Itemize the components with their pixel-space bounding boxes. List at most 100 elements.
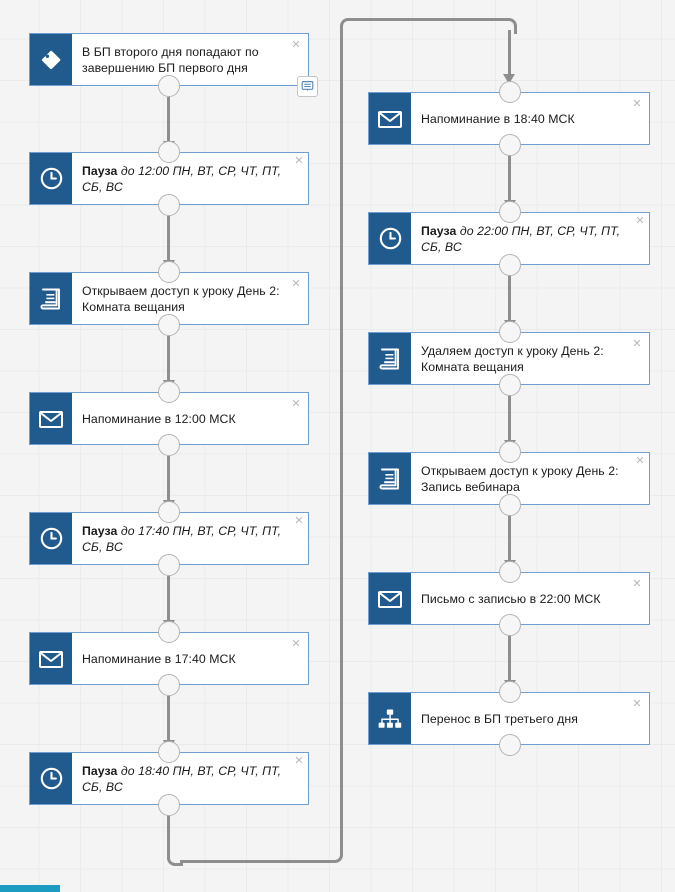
- close-icon[interactable]: ×: [635, 452, 645, 469]
- node-label: В БП второго дня попадают по завершению …: [82, 44, 286, 76]
- envelope-icon: [369, 93, 411, 144]
- loop-connector-vertical-right: [340, 28, 343, 850]
- envelope-icon: [30, 633, 72, 684]
- node-body: Пауза до 17:40 ПН, ВТ, СР, ЧТ, ПТ, СБ, В…: [72, 513, 308, 564]
- close-icon[interactable]: ×: [632, 335, 642, 352]
- node-port-in[interactable]: [158, 381, 180, 403]
- node-port-out[interactable]: [158, 554, 180, 576]
- node-label: Напоминание в 12:00 МСК: [82, 411, 236, 427]
- node-label: Открываем доступ к уроку День 2: Запись …: [421, 463, 627, 495]
- node-label-text: Удаляем доступ к уроку День 2: Комната в…: [421, 343, 604, 374]
- node-port-in[interactable]: [499, 681, 521, 703]
- node-port-out[interactable]: [158, 794, 180, 816]
- node-port-in[interactable]: [499, 321, 521, 343]
- node-body: Письмо с записью в 22:00 МСК ×: [411, 573, 649, 624]
- node-port-out[interactable]: [158, 75, 180, 97]
- tag-icon: [30, 34, 72, 85]
- workflow-node[interactable]: Пауза до 17:40 ПН, ВТ, СР, ЧТ, ПТ, СБ, В…: [29, 512, 309, 565]
- workflow-node[interactable]: Пауза до 18:40 ПН, ВТ, СР, ЧТ, ПТ, СБ, В…: [29, 752, 309, 805]
- node-label-bold: Пауза: [421, 223, 457, 238]
- node-label-text: Письмо с записью в 22:00 МСК: [421, 591, 601, 606]
- flow-arrow: [508, 396, 511, 442]
- clock-icon: [30, 153, 72, 204]
- node-label-bold: Пауза: [82, 163, 118, 178]
- book-icon: [30, 273, 72, 324]
- flow-arrow: [167, 97, 170, 143]
- node-body: Удаляем доступ к уроку День 2: Комната в…: [411, 333, 649, 384]
- close-icon[interactable]: ×: [632, 695, 642, 712]
- flow-arrow: [167, 456, 170, 502]
- node-label-bold: Пауза: [82, 523, 118, 538]
- horizontal-scrollbar-thumb[interactable]: [0, 885, 60, 892]
- node-label: Перенос в БП третьего дня: [421, 711, 578, 727]
- node-port-in[interactable]: [499, 441, 521, 463]
- node-port-in[interactable]: [158, 501, 180, 523]
- node-port-out[interactable]: [499, 734, 521, 756]
- flow-arrow: [508, 276, 511, 322]
- flow-arrow: [508, 516, 511, 562]
- flow-arrow: [167, 696, 170, 742]
- node-port-out[interactable]: [499, 614, 521, 636]
- close-icon[interactable]: ×: [635, 212, 645, 229]
- node-label-italic: до 17:40 ПН, ВТ, СР, ЧТ, ПТ, СБ, ВС: [82, 523, 282, 554]
- loop-connector-corner-bottom-right: [327, 847, 343, 863]
- loop-connector-corner-top-right: [501, 18, 517, 34]
- node-label: Напоминание в 17:40 МСК: [82, 651, 236, 667]
- node-label-text: Напоминание в 12:00 МСК: [82, 411, 236, 426]
- clock-icon: [369, 213, 411, 264]
- node-port-in[interactable]: [158, 141, 180, 163]
- node-port-out[interactable]: [499, 374, 521, 396]
- book-icon: [369, 333, 411, 384]
- close-icon[interactable]: ×: [291, 395, 301, 412]
- node-port-out[interactable]: [499, 134, 521, 156]
- node-label-text: Открываем доступ к уроку День 2: Запись …: [421, 463, 619, 494]
- node-port-in[interactable]: [499, 201, 521, 223]
- node-label: Письмо с записью в 22:00 МСК: [421, 591, 601, 607]
- node-port-in[interactable]: [158, 261, 180, 283]
- close-icon[interactable]: ×: [291, 635, 301, 652]
- close-icon[interactable]: ×: [632, 575, 642, 592]
- node-port-out[interactable]: [499, 494, 521, 516]
- node-port-out[interactable]: [499, 254, 521, 276]
- node-label: Пауза до 17:40 ПН, ВТ, СР, ЧТ, ПТ, СБ, В…: [82, 523, 286, 555]
- node-port-out[interactable]: [158, 434, 180, 456]
- node-label-italic: до 18:40 ПН, ВТ, СР, ЧТ, ПТ, СБ, ВС: [82, 763, 282, 794]
- envelope-icon: [369, 573, 411, 624]
- comment-badge[interactable]: [297, 76, 318, 97]
- flow-arrow: [508, 156, 511, 202]
- node-body: Напоминание в 18:40 МСК ×: [411, 93, 649, 144]
- node-port-in[interactable]: [499, 561, 521, 583]
- node-label: Пауза до 22:00 ПН, ВТ, СР, ЧТ, ПТ, СБ, В…: [421, 223, 627, 255]
- loop-connector-corner-top-left: [340, 18, 356, 34]
- loop-connector-vertical-into-right-column: [508, 30, 511, 76]
- close-icon[interactable]: ×: [294, 152, 304, 169]
- node-port-out[interactable]: [158, 674, 180, 696]
- horizontal-scrollbar-track[interactable]: [0, 885, 675, 892]
- node-label-text: Перенос в БП третьего дня: [421, 711, 578, 726]
- node-port-out[interactable]: [158, 314, 180, 336]
- node-label: Напоминание в 18:40 МСК: [421, 111, 575, 127]
- node-body: Открываем доступ к уроку День 2: Запись …: [411, 453, 649, 504]
- node-port-in[interactable]: [158, 741, 180, 763]
- close-icon[interactable]: ×: [291, 275, 301, 292]
- flow-arrow: [508, 636, 511, 682]
- close-icon[interactable]: ×: [294, 752, 304, 769]
- node-label: Открываем доступ к уроку День 2: Комната…: [82, 283, 286, 315]
- envelope-icon: [30, 393, 72, 444]
- flow-arrow: [167, 336, 170, 382]
- clock-icon: [30, 753, 72, 804]
- loop-connector-horizontal-bottom: [180, 860, 335, 863]
- node-port-out[interactable]: [158, 194, 180, 216]
- node-body: Пауза до 18:40 ПН, ВТ, СР, ЧТ, ПТ, СБ, В…: [72, 753, 308, 804]
- close-icon[interactable]: ×: [632, 95, 642, 112]
- node-body: Перенос в БП третьего дня ×: [411, 693, 649, 744]
- node-label: Пауза до 18:40 ПН, ВТ, СР, ЧТ, ПТ, СБ, В…: [82, 763, 286, 795]
- node-port-in[interactable]: [499, 81, 521, 103]
- clock-icon: [30, 513, 72, 564]
- node-label-text: Напоминание в 18:40 МСК: [421, 111, 575, 126]
- node-label-italic: до 22:00 ПН, ВТ, СР, ЧТ, ПТ, СБ, ВС: [421, 223, 621, 254]
- node-port-in[interactable]: [158, 621, 180, 643]
- close-icon[interactable]: ×: [291, 36, 301, 53]
- close-icon[interactable]: ×: [294, 512, 304, 529]
